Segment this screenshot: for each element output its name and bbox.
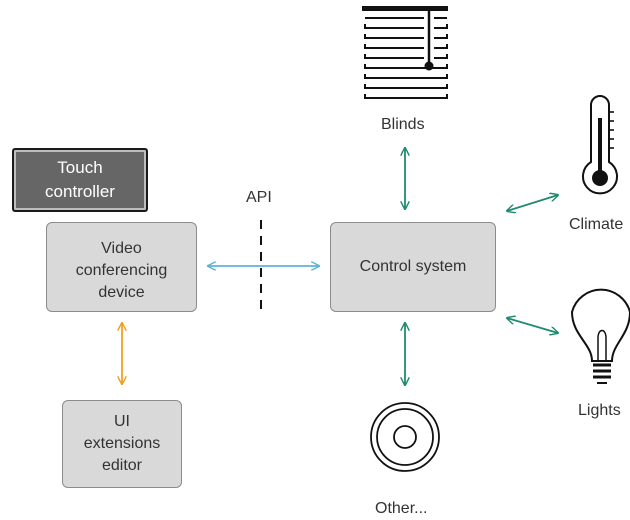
lights-arrow	[507, 318, 558, 333]
blinds-label: Blinds	[381, 116, 425, 133]
lights-label: Lights	[578, 402, 621, 419]
other-label: Other...	[375, 500, 428, 517]
climate-arrow	[507, 195, 558, 211]
ui-extensions-editor-label: UI extensions editor	[83, 413, 161, 474]
video-conferencing-device-label: Video conferencing device	[75, 240, 168, 301]
touch-controller-label: Touch controller	[45, 158, 115, 201]
light-bulb-icon	[570, 288, 630, 384]
climate-label: Climate	[569, 216, 624, 233]
video-conferencing-device-box: Video conferencing device	[46, 222, 197, 312]
api-label: API	[246, 189, 272, 206]
blinds-icon	[362, 6, 448, 99]
other-device-icon	[370, 402, 440, 472]
ui-extensions-editor-box: UI extensions editor	[62, 400, 182, 488]
touch-controller-box: Touch controller	[12, 148, 148, 212]
control-system-box: Control system	[330, 222, 496, 312]
thermometer-icon	[582, 95, 618, 195]
control-system-label: Control system	[359, 258, 467, 275]
